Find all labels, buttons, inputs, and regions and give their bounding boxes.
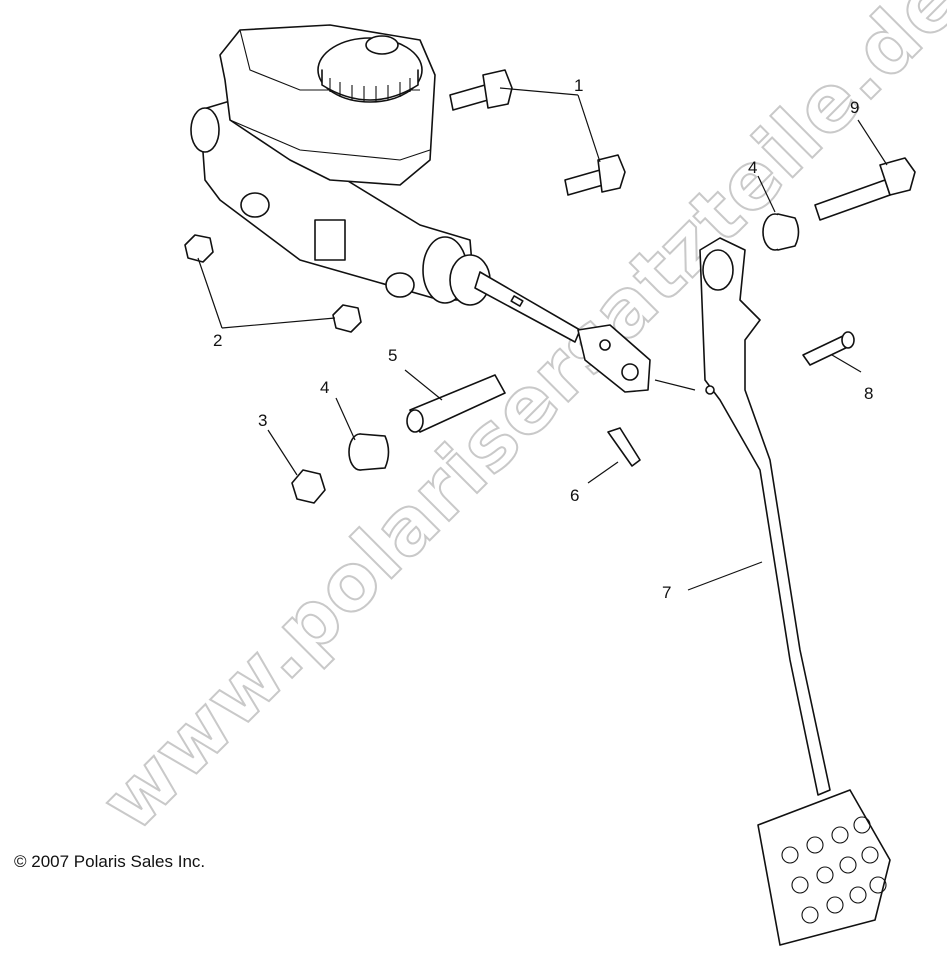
bolt-icon	[814, 157, 916, 221]
nut-icon	[184, 234, 362, 333]
callout-7: 7	[662, 583, 671, 602]
bushing-icon	[762, 213, 800, 251]
cotter-pin-icon	[607, 427, 641, 467]
callout-6: 6	[570, 486, 579, 505]
tube-spacer-icon	[406, 374, 506, 433]
bolt-icon	[449, 69, 513, 111]
leader-lines	[197, 87, 888, 591]
callout-9: 9	[850, 98, 859, 117]
callout-5: 5	[388, 346, 397, 365]
callout-4: 4	[748, 158, 757, 177]
bushing-icon	[348, 433, 390, 471]
copyright-text: © 2007 Polaris Sales Inc.	[14, 852, 206, 871]
callout-3: 3	[258, 411, 267, 430]
callout-1: 1	[574, 76, 583, 95]
master-cylinder-icon	[190, 24, 651, 393]
clevis-pin-icon	[802, 331, 855, 366]
callout-8: 8	[864, 384, 873, 403]
brake-pedal-icon	[699, 237, 891, 946]
nut-icon	[291, 469, 326, 504]
callout-4: 4	[320, 378, 329, 397]
bolt-icon	[564, 154, 626, 196]
callout-2: 2	[213, 331, 222, 350]
